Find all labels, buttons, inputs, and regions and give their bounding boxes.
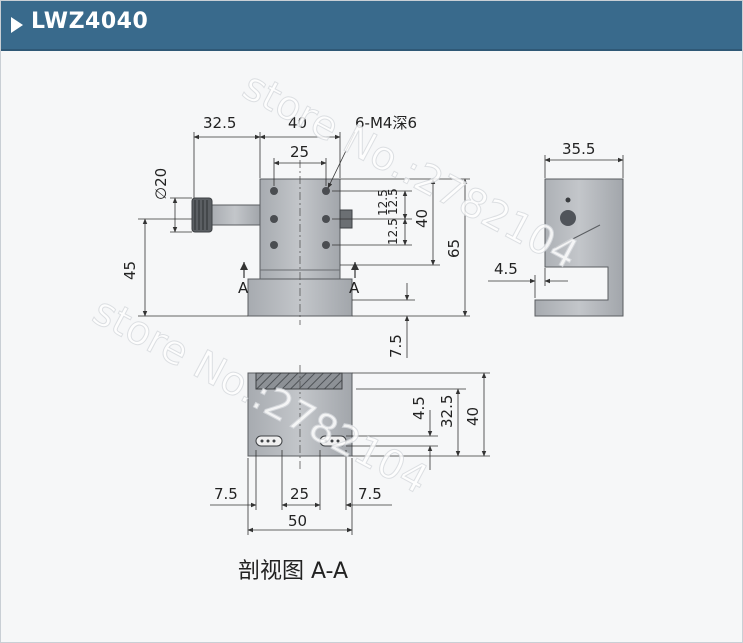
side-view: 35.5 4.5 <box>488 140 624 317</box>
product-title: LWZ4040 <box>31 9 149 34</box>
dim-4-5-side: 4.5 <box>494 260 518 278</box>
micrometer-shaft <box>209 204 261 226</box>
dim-35-5: 35.5 <box>562 140 595 158</box>
dim-50: 50 <box>288 512 307 530</box>
front-view: A A 32.5 40 25 6-M4深6 ∅20 <box>121 114 470 358</box>
dim-12-5-c: 12.5 <box>386 218 400 245</box>
dim-40-vertical: 40 <box>413 209 431 228</box>
hatched-slot <box>255 372 343 390</box>
dim-dia-20: ∅20 <box>152 168 170 200</box>
dim-12-5-a: 12.5 <box>386 188 400 215</box>
dim-7-5-front: 7.5 <box>387 334 405 358</box>
dim-32-5: 32.5 <box>203 114 236 132</box>
dim-40-top: 40 <box>288 114 307 132</box>
play-triangle-icon <box>11 17 23 33</box>
dim-4-5-section: 4.5 <box>410 396 428 420</box>
section-mark-right: A <box>349 279 360 297</box>
watermark-line-2: store No.:2782104 <box>85 288 435 503</box>
header-bar: LWZ4040 <box>1 1 742 51</box>
dim-25-section: 25 <box>290 485 309 503</box>
section-view: 4.5 32.5 40 7.5 25 7.5 50 剖视图 A-A <box>210 365 490 584</box>
dim-12-5-b: 12.5 <box>376 189 390 216</box>
mounting-holes <box>270 187 330 249</box>
bracket-profile <box>534 178 624 317</box>
section-caption: 剖视图 A-A <box>238 559 348 584</box>
section-mark-left: A <box>238 279 249 297</box>
thread-note: 6-M4深6 <box>355 114 417 132</box>
dim-7-5-right: 7.5 <box>358 485 382 503</box>
dim-32-5-section: 32.5 <box>438 395 456 428</box>
dim-7-5-left: 7.5 <box>214 485 238 503</box>
side-screw-hole <box>560 210 576 226</box>
dim-65: 65 <box>445 239 463 258</box>
dim-40-section: 40 <box>464 407 482 426</box>
dim-25-top: 25 <box>290 143 309 161</box>
dim-45: 45 <box>121 261 139 280</box>
